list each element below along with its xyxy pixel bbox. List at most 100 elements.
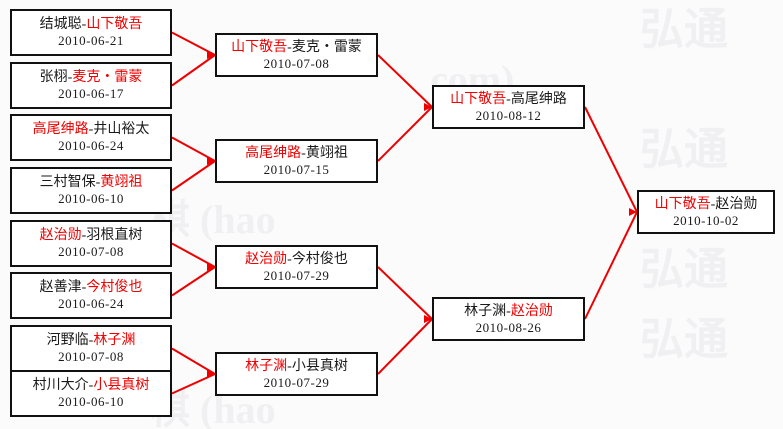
- player-loser: 小县真树: [291, 358, 348, 374]
- player-separator: -: [81, 228, 87, 243]
- bracket-connector: [377, 318, 433, 375]
- player-loser: 河野临: [46, 333, 89, 348]
- bracket-connector: [171, 373, 216, 395]
- match-players: 山下敬吾-高尾绅路: [450, 91, 567, 108]
- player-loser: 井山裕太: [93, 122, 150, 137]
- bracket-connector: [584, 211, 638, 320]
- match-date: 2010-08-26: [475, 319, 542, 335]
- match-players: 河野临-林子渊: [47, 332, 136, 349]
- match-date: 2010-06-10: [58, 394, 124, 409]
- player-loser: 结城聪: [39, 17, 82, 32]
- player-loser: 麦克・雷蒙: [291, 39, 362, 55]
- watermark-text: 弘通: [640, 315, 728, 364]
- player-winner: 山下敬吾: [231, 39, 288, 55]
- match-date: 2010-06-17: [58, 86, 124, 101]
- match-date: 2010-06-21: [58, 33, 124, 48]
- player-winner: 赵治勋: [39, 228, 82, 243]
- match-date: 2010-06-24: [58, 138, 124, 153]
- player-separator: -: [67, 70, 73, 85]
- match-players: 高尾绅路-井山裕太: [33, 121, 150, 138]
- player-winner: 高尾绅路: [245, 145, 302, 161]
- player-separator: -: [81, 17, 87, 32]
- connector-arrowhead: [207, 370, 215, 378]
- connector-arrowhead: [207, 263, 215, 271]
- bracket-connector: [377, 54, 433, 108]
- player-separator: -: [506, 303, 511, 319]
- bracket-connector: [171, 136, 216, 162]
- player-loser: 三村智保: [39, 175, 96, 190]
- match-players: 赵治勋-今村俊也: [245, 251, 348, 268]
- player-winner: 赵治勋: [510, 303, 553, 319]
- match-players: 结城聪-山下敬吾: [40, 16, 143, 33]
- player-separator: -: [506, 91, 511, 107]
- player-loser: 黄翊祖: [305, 145, 348, 161]
- player-winner: 山下敬吾: [450, 91, 507, 107]
- player-separator: -: [287, 251, 292, 267]
- match-date: 2010-07-29: [263, 374, 330, 390]
- player-separator: -: [81, 280, 87, 295]
- match-date: 2010-10-02: [673, 212, 739, 228]
- connector-arrowhead: [424, 315, 432, 323]
- match-date: 2010-08-12: [475, 107, 542, 123]
- player-winner: 小县真树: [93, 378, 150, 393]
- bracket-connector: [171, 266, 216, 297]
- match-players: 林子渊-小县真树: [245, 358, 348, 375]
- match-players: 高尾绅路-黄翊祖: [245, 145, 348, 162]
- bracket-connector: [377, 106, 433, 162]
- match-date: 2010-07-15: [263, 161, 330, 177]
- player-winner: 山下敬吾: [86, 17, 143, 32]
- player-separator: -: [88, 378, 94, 393]
- match-date: 2010-07-29: [263, 267, 330, 283]
- player-winner: 山下敬吾: [654, 196, 711, 212]
- player-separator: -: [95, 175, 101, 190]
- connector-arrowhead: [629, 208, 637, 216]
- bracket-connector: [171, 347, 216, 375]
- match-players: 张栩-麦克・雷蒙: [40, 69, 143, 86]
- match-players: 赵治勋-羽根直树: [40, 227, 143, 244]
- watermark-text: 弘通: [640, 5, 728, 54]
- player-separator: -: [301, 145, 306, 161]
- player-loser: 林子渊: [464, 303, 507, 319]
- player-winner: 黄翊祖: [100, 175, 143, 190]
- player-winner: 麦克・雷蒙: [72, 70, 143, 85]
- connector-arrowhead: [207, 51, 215, 59]
- player-loser: 羽根直树: [86, 228, 143, 243]
- bracket-connector: [171, 54, 216, 87]
- bracket-connector: [171, 242, 216, 268]
- player-separator: -: [88, 333, 94, 348]
- match-date: 2010-06-10: [58, 191, 124, 206]
- bracket-connector: [377, 266, 433, 320]
- match-players: 林子渊-赵治勋: [464, 303, 553, 320]
- watermark-text: 弘通: [640, 125, 728, 174]
- match-players: 三村智保-黄翊祖: [40, 174, 143, 191]
- player-separator: -: [287, 39, 292, 55]
- player-separator: -: [710, 196, 716, 212]
- player-winner: 林子渊: [245, 358, 288, 374]
- player-separator: -: [287, 358, 292, 374]
- player-loser: 赵治勋: [715, 196, 758, 212]
- player-winner: 今村俊也: [86, 280, 143, 295]
- match-date: 2010-07-08: [58, 244, 124, 259]
- player-winner: 赵治勋: [245, 251, 288, 267]
- player-winner: 林子渊: [93, 333, 136, 348]
- match-date: 2010-06-24: [58, 296, 124, 311]
- connector-arrowhead: [424, 103, 432, 111]
- match-date: 2010-07-08: [263, 55, 330, 71]
- match-players: 赵善津-今村俊也: [40, 279, 143, 296]
